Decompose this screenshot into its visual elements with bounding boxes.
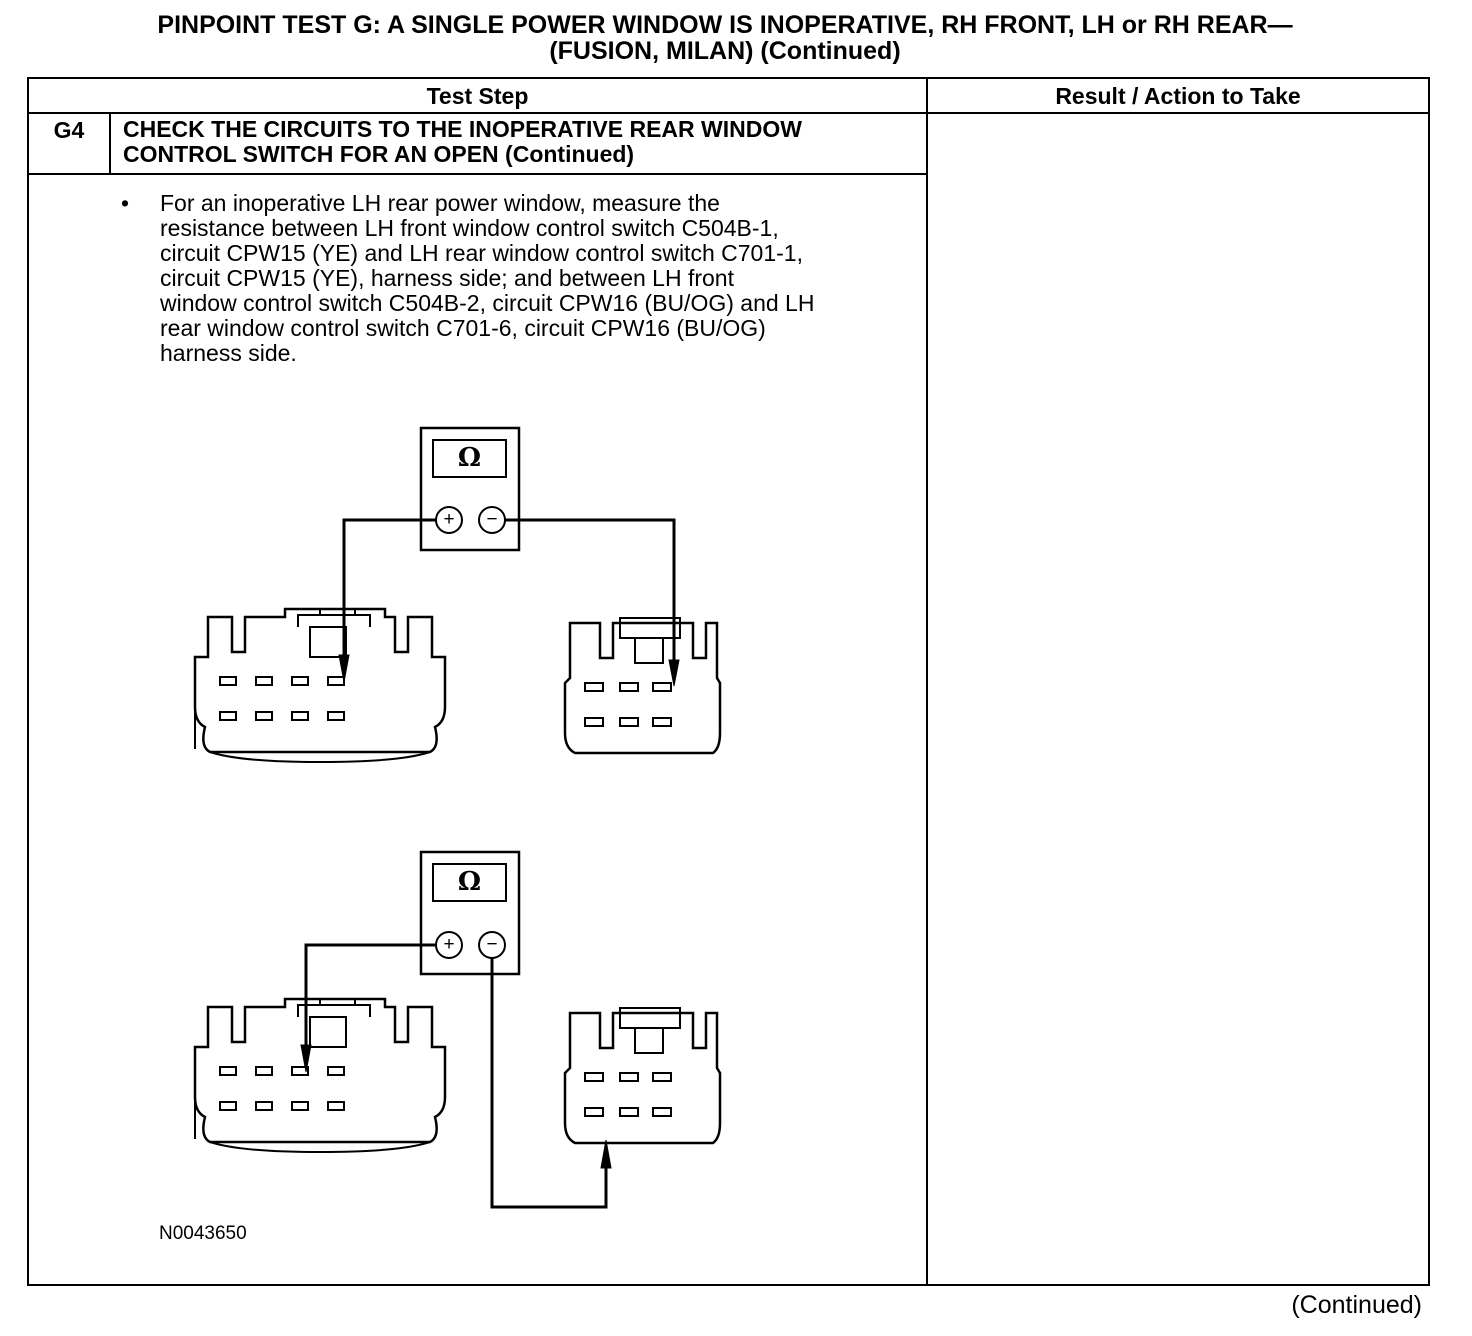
c701-connector-2	[563, 1006, 722, 1145]
title-line-1: PINPOINT TEST G: A SINGLE POWER WINDOW I…	[157, 11, 1293, 39]
instruction-line: circuit CPW15 (YE), harness side; and be…	[160, 265, 734, 291]
header-test-step: Test Step	[426, 83, 529, 109]
header-result-action: Result / Action to Take	[1055, 83, 1301, 109]
step-number-divider	[109, 114, 111, 174]
step-title-underline	[29, 173, 926, 175]
page-title: PINPOINT TEST G: A SINGLE POWER WINDOW I…	[20, 12, 1430, 64]
bullet-point: •	[121, 190, 130, 216]
ohm-symbol: Ω	[457, 867, 482, 897]
test-leads-2	[300, 943, 612, 1209]
test-table	[27, 77, 1430, 1286]
step-title-line-1: CHECK THE CIRCUITS TO THE INOPERATIVE RE…	[123, 116, 802, 142]
plus-terminal-icon: +	[443, 509, 455, 530]
instruction-line: resistance between LH front window contr…	[160, 215, 779, 241]
step-number: G4	[53, 117, 85, 143]
instruction-text: For an inoperative LH rear power window,…	[160, 191, 920, 366]
minus-terminal-icon: −	[486, 509, 498, 530]
plus-terminal-icon: +	[443, 934, 455, 955]
header-underline	[29, 112, 1428, 114]
figure-id: N0043650	[159, 1223, 247, 1244]
title-line-2: (FUSION, MILAN) (Continued)	[549, 37, 901, 65]
c701-connector-1	[563, 616, 722, 755]
ohm-symbol: Ω	[457, 443, 482, 473]
instruction-line: rear window control switch C701-6, circu…	[160, 315, 766, 341]
test-leads-1	[338, 518, 680, 687]
step-title-line-2: CONTROL SWITCH FOR AN OPEN (Continued)	[123, 141, 635, 167]
instruction-line: circuit CPW15 (YE) and LH rear window co…	[160, 240, 803, 266]
instruction-line: For an inoperative LH rear power window,…	[160, 190, 720, 216]
c504b-connector-1	[193, 607, 447, 764]
c504b-connector-2	[193, 997, 447, 1154]
instruction-line: harness side.	[160, 340, 297, 366]
instruction-line: window control switch C504B-2, circuit C…	[160, 290, 815, 316]
step-title: CHECK THE CIRCUITS TO THE INOPERATIVE RE…	[123, 117, 913, 167]
continued-label: (Continued)	[1291, 1291, 1422, 1319]
column-divider	[926, 79, 928, 1284]
minus-terminal-icon: −	[486, 934, 498, 955]
